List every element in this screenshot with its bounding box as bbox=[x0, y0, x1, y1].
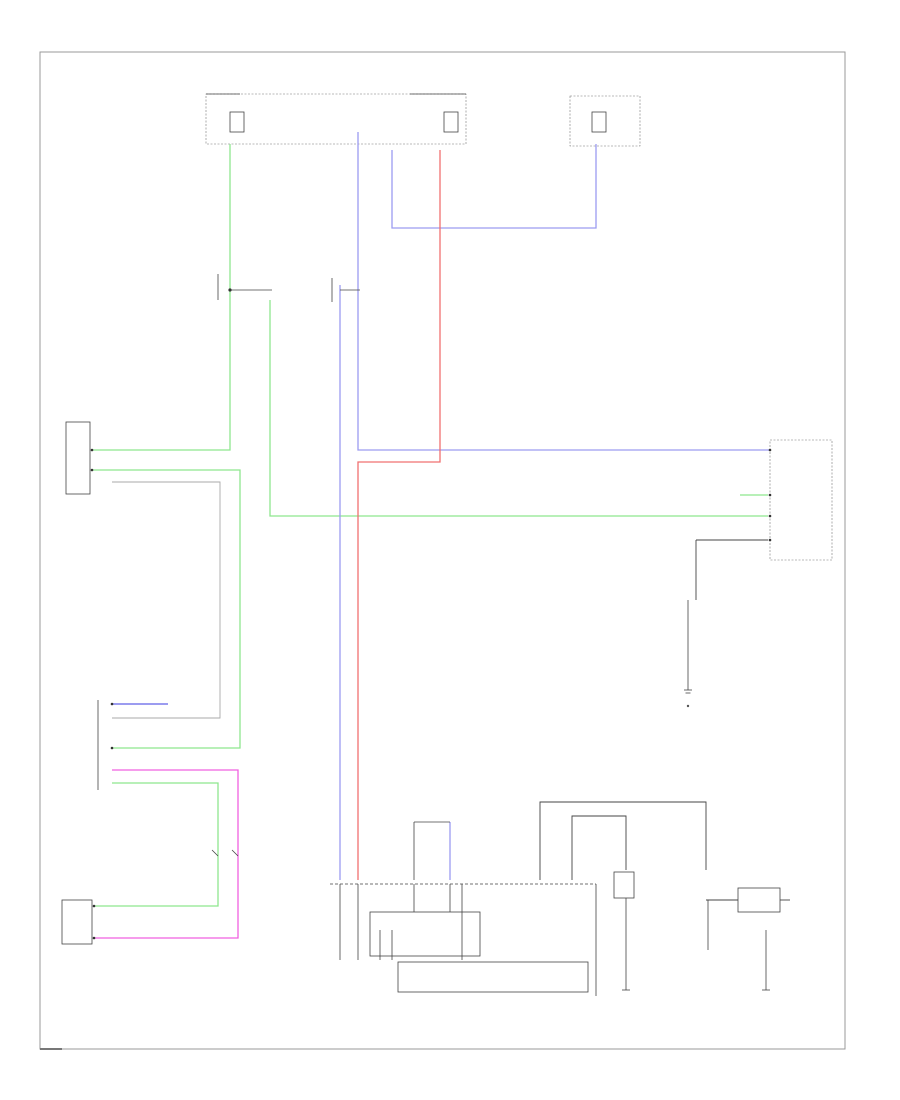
red-wire-main bbox=[357, 150, 441, 880]
combination-meter-assembly bbox=[330, 821, 596, 993]
black-wire-bottom-2 bbox=[571, 815, 627, 880]
ground-circuit-right bbox=[684, 600, 692, 708]
connector-left-upper bbox=[65, 421, 94, 495]
connector-pin-icon bbox=[768, 448, 772, 452]
connector-left-lower bbox=[97, 700, 114, 790]
junction-bottom-right bbox=[595, 871, 781, 996]
ecu-connector-right bbox=[768, 439, 833, 561]
splice-dot-icon bbox=[228, 288, 232, 292]
pink-wires bbox=[94, 769, 239, 939]
connector-pin-icon bbox=[90, 468, 94, 472]
junction-block-top bbox=[205, 93, 467, 145]
black-wires bbox=[112, 481, 790, 901]
blue-wire-main bbox=[357, 132, 770, 451]
splice-dot-icon bbox=[110, 702, 114, 706]
connector-pin-icon bbox=[92, 936, 96, 940]
green-wire-sensor bbox=[94, 782, 219, 907]
connector-pin-icon bbox=[768, 514, 772, 518]
ground-icon bbox=[686, 704, 690, 708]
connector-pin-icon bbox=[92, 904, 96, 908]
connector-left-mid-switch bbox=[211, 849, 239, 857]
sensor-bottom-left bbox=[61, 899, 96, 945]
green-wire-main bbox=[92, 144, 231, 451]
green-wires bbox=[92, 144, 768, 907]
green-wire-left-connector bbox=[92, 469, 241, 749]
diagram-frame bbox=[39, 51, 846, 1050]
connector-pin-icon bbox=[768, 493, 772, 497]
pink-wire-main bbox=[94, 769, 239, 939]
blue-wire-loop bbox=[391, 144, 597, 229]
blue-wires bbox=[112, 132, 770, 880]
connector-pin-icon bbox=[768, 538, 772, 542]
connector-pin-icon bbox=[90, 448, 94, 452]
red-wires bbox=[357, 150, 441, 880]
gray-wire-left bbox=[112, 481, 221, 719]
relay-center bbox=[331, 278, 360, 302]
black-wire-bottom-1 bbox=[539, 801, 707, 880]
fuse-block-right bbox=[569, 95, 641, 147]
splice-dot-icon bbox=[110, 746, 114, 750]
green-wire-branch bbox=[269, 300, 768, 517]
relay-left bbox=[217, 274, 272, 300]
